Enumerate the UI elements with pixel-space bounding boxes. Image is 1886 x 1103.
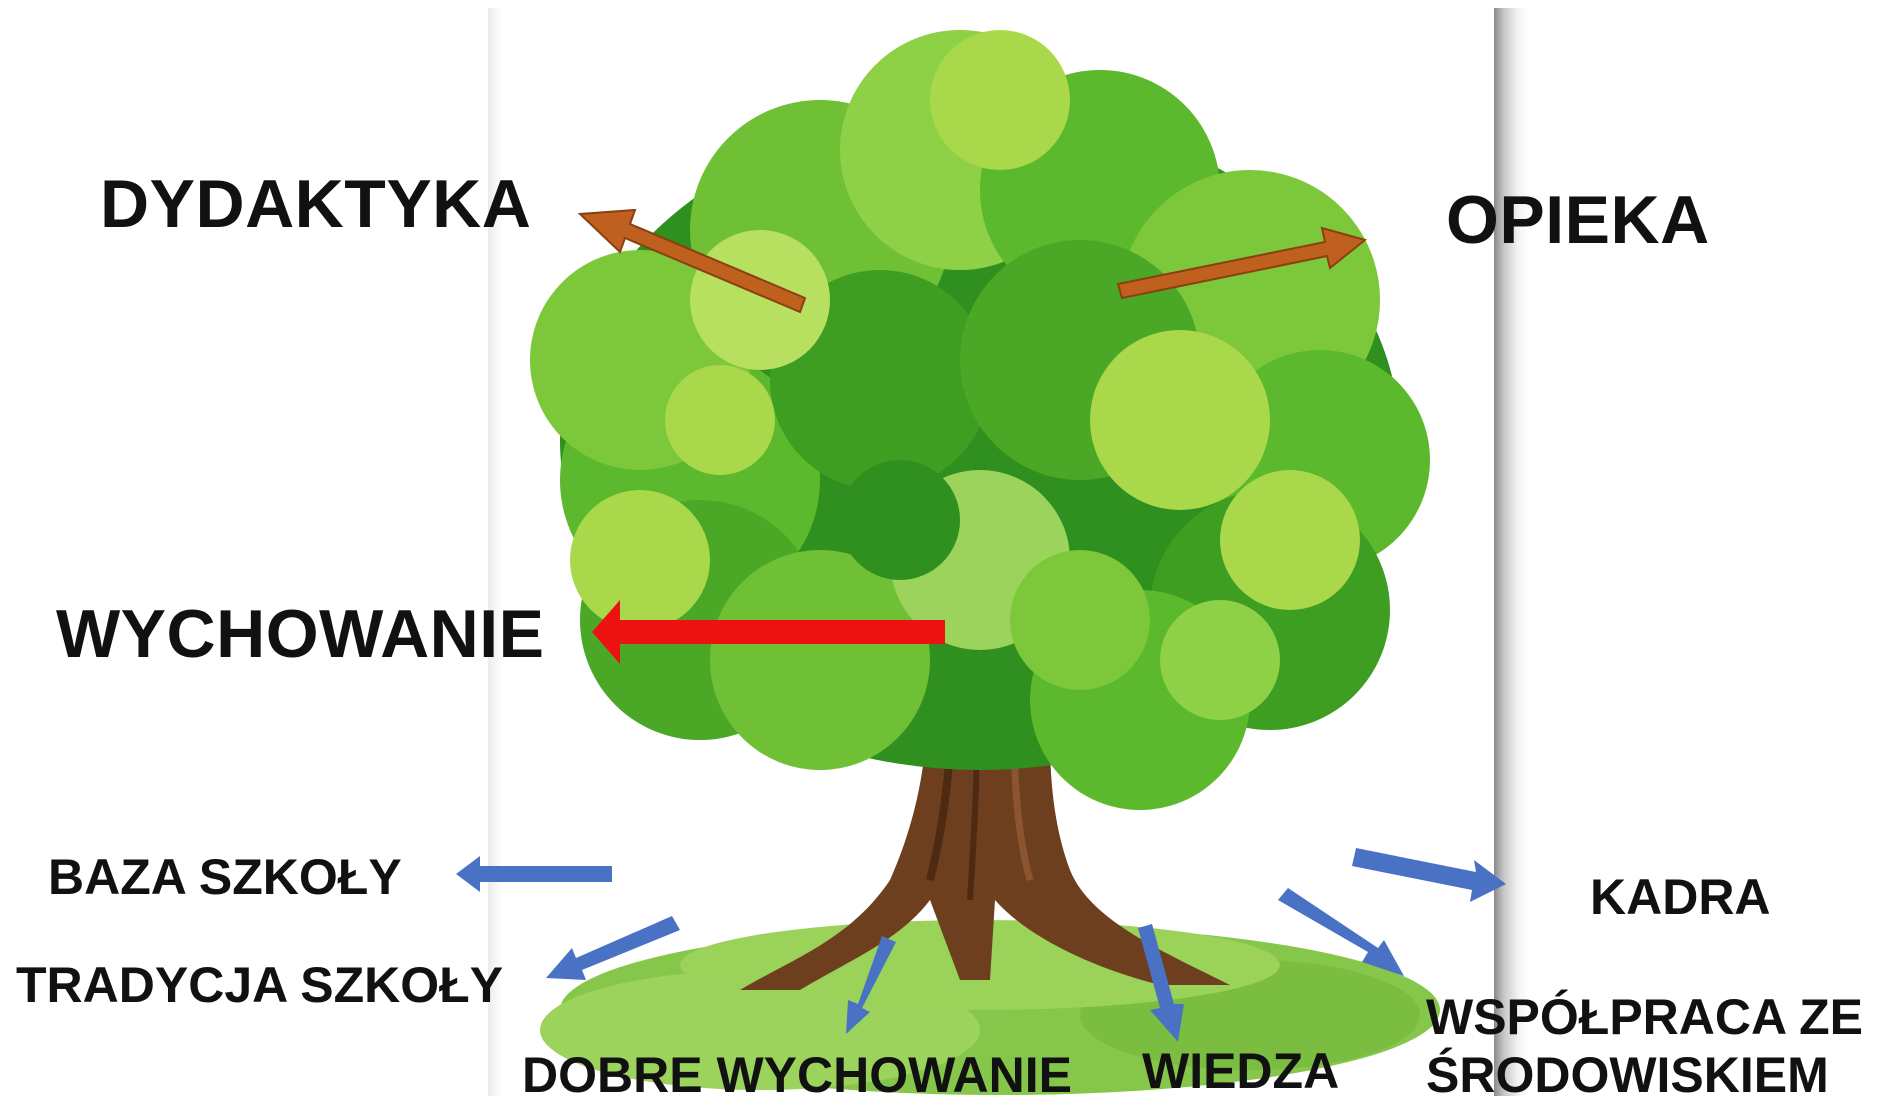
label-wspolpraca-line2: ŚRODOWISKIEM [1426,1050,1829,1100]
label-wychowanie: WYCHOWANIE [56,600,545,668]
label-baza-szkoly: BAZA SZKOŁY [48,852,402,902]
label-opieka: OPIEKA [1446,186,1710,254]
label-wiedza: WIEDZA [1142,1046,1339,1096]
label-tradycja-szkoly: TRADYCJA SZKOŁY [16,960,503,1010]
label-wspolpraca-line1: WSPÓŁPRACA ZE [1426,992,1863,1042]
tree-foliage [530,30,1430,810]
arrow-to-baza-szkoly [456,856,612,892]
label-dydaktyka: DYDAKTYKA [100,170,531,238]
label-kadra: KADRA [1590,872,1771,922]
arrow-to-kadra [1352,848,1506,902]
label-dobre-wychowanie: DOBRE WYCHOWANIE [522,1050,1072,1100]
